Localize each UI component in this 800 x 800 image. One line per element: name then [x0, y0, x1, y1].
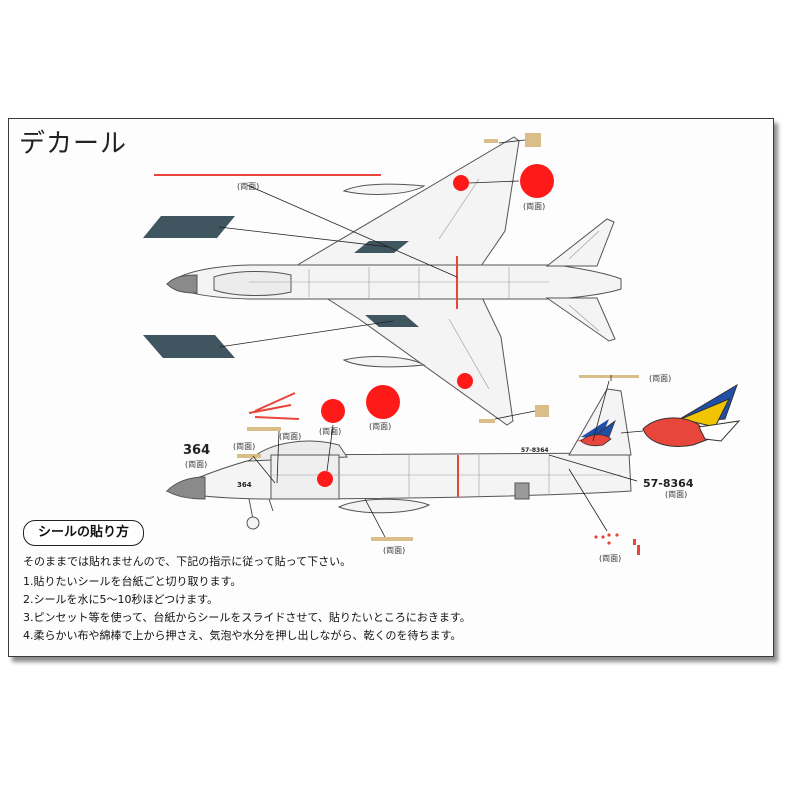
label-both-sides-walkway: (両面) — [237, 182, 260, 191]
label-both-sides-hinomaru-middle: (両面) — [369, 422, 392, 431]
nose-number-small: 364 — [237, 481, 252, 489]
top-view-tan-mark-lower — [479, 419, 495, 423]
decal-tan-bar-bottom — [371, 537, 413, 541]
label-both-sides-chevrons: (両面) — [279, 432, 302, 441]
side-view-nose-cone — [166, 476, 206, 500]
instruction-step-1: 1.貼りたいシールを台紙ごと切り取ります。 — [23, 575, 242, 588]
decal-tiny-red-marks — [594, 533, 640, 555]
instruction-step-2: 2.シールを水に5～10秒ほどつけます。 — [23, 593, 219, 606]
decal-tan-tab — [525, 133, 541, 147]
instruction-step-4: 4.柔らかい布や綿棒で上から押さえ、気泡や水分を押し出しながら、乾くのを待ちます… — [23, 629, 462, 642]
top-view-hinomaru-lower — [457, 373, 473, 389]
decal-red-chevrons — [248, 392, 300, 420]
top-view-hinomaru-upper — [453, 175, 469, 191]
label-both-sides-hinomaru-small: (両面) — [319, 427, 342, 436]
label-both-sides-nose-number: (両面) — [233, 442, 256, 451]
decal-tan-bar-left — [247, 427, 281, 431]
aircraft-diagram — [143, 133, 741, 555]
page-title: デカール — [19, 129, 128, 159]
nose-number-label: (両面) — [185, 460, 208, 469]
label-both-sides-hinomaru-top: (両面) — [523, 202, 546, 211]
decal-small-emblem — [580, 419, 616, 447]
side-view-landing-gear — [246, 498, 274, 530]
nose-number-large: 364 — [183, 443, 211, 458]
serial-number-large: 57-8364 — [643, 477, 694, 490]
decal-walkway-upper — [143, 216, 235, 238]
decal-hinomaru-middle — [366, 385, 400, 419]
serial-number-small: 57-8364 — [521, 447, 549, 454]
decal-tan-bar-small — [237, 454, 261, 458]
decal-tan-small-right — [535, 405, 549, 417]
instruction-step-3: 3.ピンセット等を使って、台紙からシールをスライドさせて、貼りたいところにおきま… — [23, 611, 471, 624]
decal-walkway-lower — [143, 335, 235, 358]
leader-lines — [218, 139, 644, 538]
instructions-intro: そのままでは貼れませんので、下記の指示に従って貼って下さい。 — [23, 555, 352, 568]
top-view-nose-cone — [166, 274, 198, 294]
instructions-heading: シールの貼り方 — [23, 520, 145, 546]
decal-hinomaru-top-right — [520, 164, 554, 198]
decal-bird-emblem — [642, 383, 741, 447]
label-both-sides-tiny-marks: (両面) — [599, 554, 622, 563]
label-both-sides-tan-bar-top: (両面) — [649, 374, 672, 383]
decal-tan-bar-top — [579, 375, 639, 378]
decal-sheet: デカール (両面) (両面) (両面) (両面) (両面) (両面) (両面) … — [8, 118, 774, 657]
decal-hinomaru-small — [321, 399, 345, 423]
top-view-tan-mark-upper — [484, 139, 498, 143]
label-both-sides-serial: (両面) — [665, 490, 688, 499]
side-view-hinomaru — [317, 471, 333, 487]
label-both-sides-tan-bar-bottom: (両面) — [383, 546, 406, 555]
side-view-exhaust — [514, 482, 530, 500]
top-view-panel-lines — [249, 178, 600, 390]
